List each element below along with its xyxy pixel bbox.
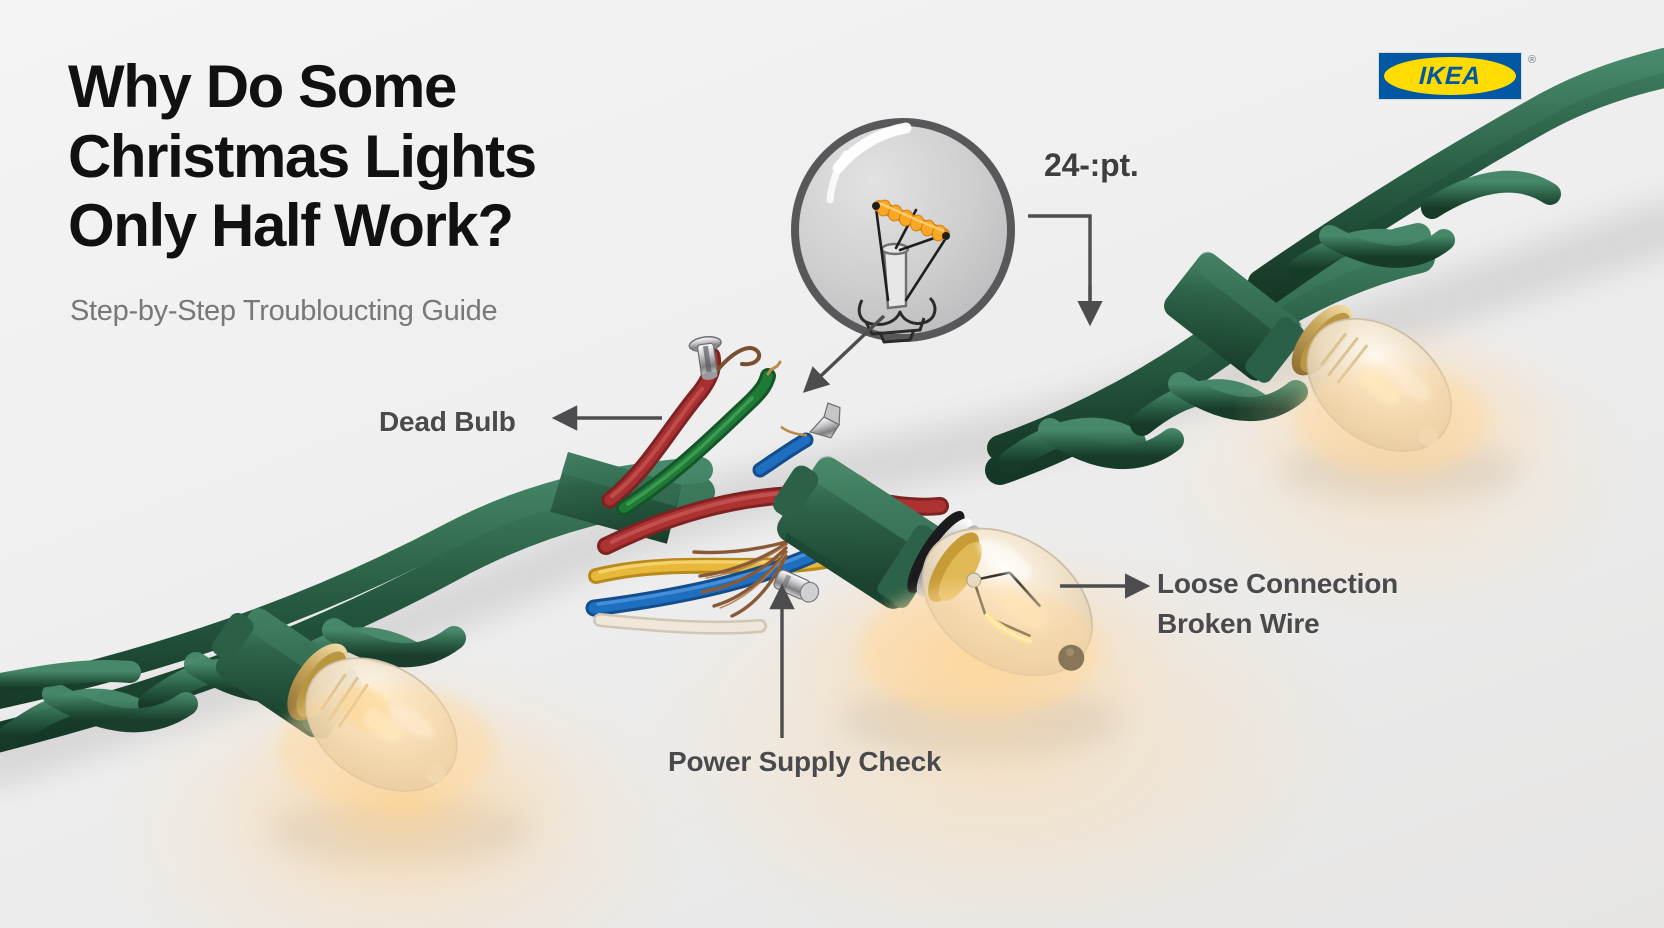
title-line-3: Only Half Work? <box>68 192 514 260</box>
title-line-2: Christmas Lights <box>68 122 537 190</box>
bulb-right <box>1164 251 1570 520</box>
page-subtitle: Step-by-Step Troubloucting Guide <box>70 295 498 327</box>
wire-terminals <box>688 336 841 603</box>
callout-power-supply: Power Supply Check <box>668 746 942 777</box>
callout-zoom-spec: 24-:pt. <box>1044 147 1139 183</box>
callout-loose-connection: Loose Connection Broken Wire <box>1157 564 1398 644</box>
bulb-left <box>210 607 590 910</box>
title-line-1: Why Do Some <box>68 53 457 120</box>
ikea-logo-ellipse: IKEA <box>1384 57 1516 95</box>
callout-dead-bulb: Dead Bulb <box>379 406 516 437</box>
bulb-center <box>773 456 1180 780</box>
ikea-logo-wordmark: IKEA <box>1418 61 1482 90</box>
callout-loose-line-2: Broken Wire <box>1157 607 1320 639</box>
magnifier-inset <box>791 118 1015 344</box>
arrow-zoom-spec <box>1028 214 1103 327</box>
page-title: Why Do Some Christmas Lights Only Half W… <box>68 52 537 261</box>
arrow-magnifier-leader <box>802 314 886 393</box>
callout-loose-line-1: Loose Connection <box>1157 568 1399 599</box>
registered-trademark-icon: ® <box>1528 54 1537 66</box>
ikea-logo: IKEA <box>1378 52 1522 100</box>
